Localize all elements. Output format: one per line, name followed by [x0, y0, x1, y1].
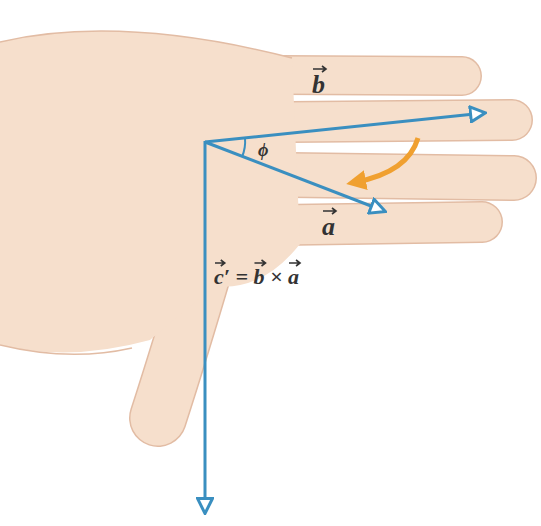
finger [280, 222, 482, 225]
angle-label: ϕ [258, 141, 268, 159]
vector-overarrow [254, 260, 265, 266]
vector-label: b [312, 72, 325, 98]
angle-arc [242, 138, 245, 157]
palm-outline [0, 345, 132, 354]
palm-outline [0, 31, 292, 58]
vector-overarrow [289, 260, 300, 266]
finger [290, 175, 514, 178]
finger [280, 75, 462, 76]
vectors [205, 113, 484, 512]
palm [0, 31, 300, 352]
vector-a [205, 142, 384, 211]
hand [0, 31, 514, 418]
vector-label: a [322, 214, 335, 240]
vector-overarrow [323, 208, 336, 214]
finger [280, 222, 482, 225]
vector-overarrow [215, 260, 225, 266]
rotation-arrow [356, 138, 418, 182]
vector-overarrow [313, 66, 326, 72]
vector-c-prime [204, 141, 207, 512]
vector-b [205, 113, 484, 142]
finger [280, 75, 462, 76]
equation-label: c′ = b × a [214, 266, 299, 288]
finger [290, 175, 514, 178]
